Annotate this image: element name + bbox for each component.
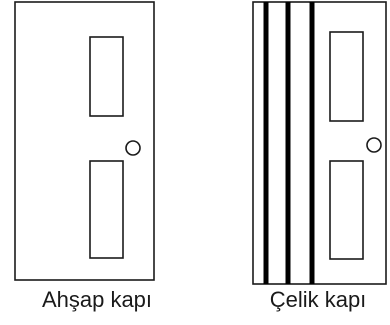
wooden-door (14, 1, 155, 281)
steel-door-upper-panel (329, 31, 364, 122)
steel-door-knob (366, 137, 382, 153)
wooden-door-lower-panel (89, 160, 124, 259)
steel-door (252, 1, 387, 285)
steel-door-frame (252, 1, 387, 285)
wooden-door-caption: Ahşap kapı (41, 287, 153, 312)
wooden-door-upper-panel (89, 36, 124, 117)
steel-door-lower-panel (329, 160, 364, 260)
wooden-door-knob (125, 140, 141, 156)
steel-door-caption: Çelik kapı (269, 287, 367, 312)
